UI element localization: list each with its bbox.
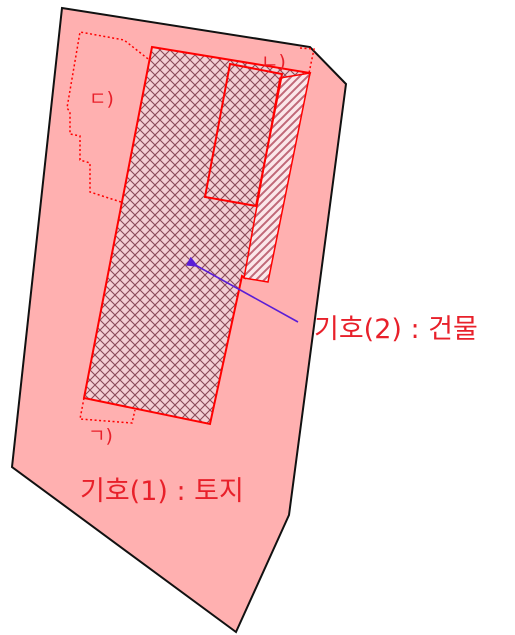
dotted-outline-c	[66, 31, 153, 203]
label-part-a: ㄱ)	[88, 425, 113, 447]
label-building: 기호(2) : 건물	[314, 314, 478, 345]
building-inner-section	[203, 62, 284, 208]
dotted-outline-a	[79, 397, 136, 424]
label-part-c: ㄷ)	[89, 88, 114, 110]
building-annex-strip	[243, 72, 311, 283]
label-land: 기호(1) : 토지	[80, 476, 244, 507]
pointer-arrow	[185, 256, 299, 323]
label-part-b: ㄴ)	[261, 51, 286, 73]
